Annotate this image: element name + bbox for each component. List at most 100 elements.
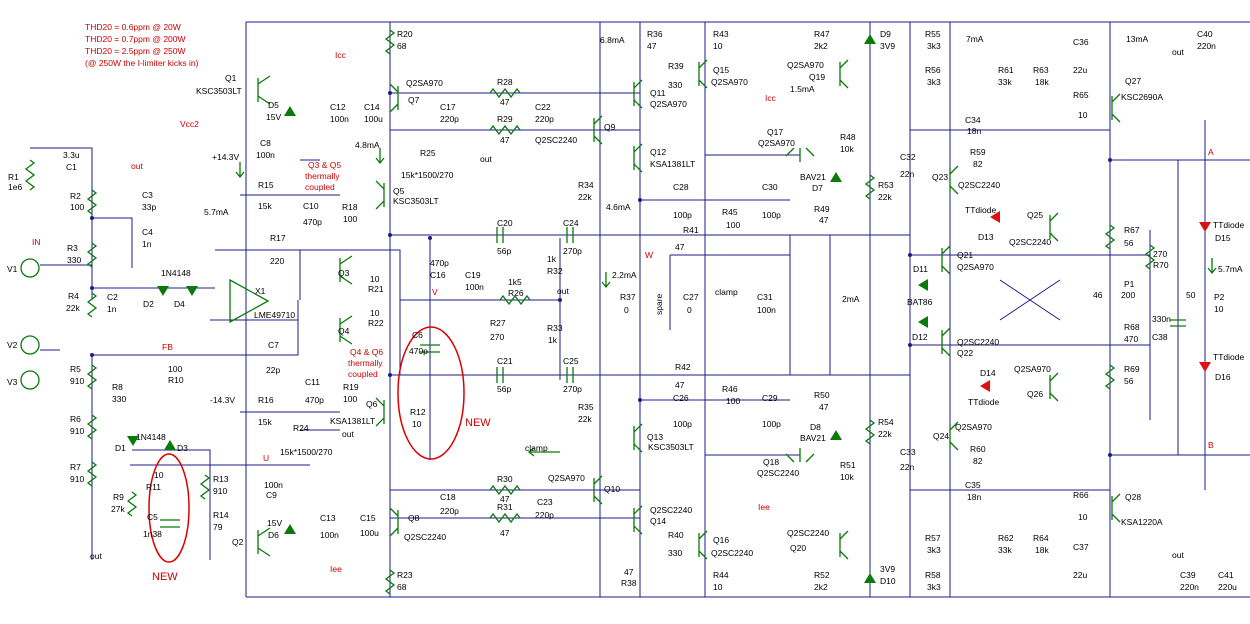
value-r50: 47 [819, 402, 829, 412]
label-r56: R56 [925, 65, 941, 75]
label-r57: R57 [925, 533, 941, 543]
thermal-note-q4q6: coupled [348, 369, 378, 379]
label-d3: D3 [177, 443, 188, 453]
label-r36: R36 [647, 29, 663, 39]
label-r8: R8 [112, 382, 123, 392]
label-c10: C10 [303, 201, 319, 211]
net-out: out [480, 154, 492, 164]
label-r19: R19 [343, 382, 359, 392]
transistor-q5-symbol [375, 180, 385, 210]
label-r40: R40 [668, 530, 684, 540]
value-c20: 56p [497, 246, 511, 256]
current-label: 13mA [1126, 34, 1149, 44]
label-c26: C26 [673, 393, 689, 403]
resistor-r26-symbol [499, 294, 531, 306]
value-r39: 330 [668, 80, 682, 90]
label-r25: R25 [420, 148, 436, 158]
value-c19: 100n [465, 282, 484, 292]
value-c17: 220p [440, 114, 459, 124]
net-out: out [90, 551, 102, 561]
label-c25: C25 [563, 356, 579, 366]
value-c34: 18n [967, 126, 981, 136]
value-c14: 100u [364, 114, 383, 124]
value-q14: Q2SC2240 [650, 505, 692, 515]
value-d15: TTdiode [1213, 220, 1244, 230]
value-r22: 10 [370, 308, 380, 318]
value-r58: 3k3 [927, 582, 941, 592]
label-r11: R11 [146, 482, 161, 492]
driver-wire [869, 22, 1110, 597]
source-v3-symbol [20, 370, 40, 390]
new-mid-highlight [397, 326, 465, 460]
transistor-q7-symbol [389, 83, 399, 113]
label-r27: R27 [490, 318, 506, 328]
net-out: out [342, 429, 354, 439]
label-d7: D7 [812, 183, 823, 193]
value-c21: 56p [497, 384, 511, 394]
current-label: 7mA [966, 34, 984, 44]
value-r46: 100 [726, 396, 740, 406]
transistor-q18-symbol [785, 448, 815, 463]
label-r61: R61 [998, 65, 1014, 75]
node [388, 91, 392, 95]
value-c1: 3.3u [63, 150, 80, 160]
node [638, 398, 642, 402]
label-c21: C21 [497, 356, 513, 366]
net-icc: Icc [335, 50, 347, 60]
clamp-wire [705, 154, 831, 456]
value-q26: Q2SA970 [1014, 364, 1051, 374]
label-d14: D14 [980, 368, 996, 378]
value-r51: 10k [840, 472, 854, 482]
resistor-r5-symbol [86, 364, 98, 390]
value-r65: 10 [1078, 110, 1088, 120]
label-r51: R51 [840, 460, 856, 470]
thermal-note-q3q5: coupled [305, 182, 335, 192]
value-r13: 910 [213, 486, 227, 496]
label-r60: R60 [970, 444, 986, 454]
transistor-q13-symbol [633, 423, 643, 453]
label-c8: C8 [260, 138, 271, 148]
thermal-note-q3q5: thermally [305, 171, 340, 181]
node [90, 286, 94, 290]
node-dots [90, 91, 1112, 457]
net-minus-14v3: -14.3V [210, 395, 235, 405]
value-r63: 18k [1035, 77, 1049, 87]
label-r29: R29 [497, 114, 513, 124]
label-d15: D15 [1215, 233, 1231, 243]
resistor-r53-symbol [864, 174, 876, 200]
label-c14: C14 [364, 102, 380, 112]
label-r48: R48 [840, 132, 856, 142]
resistor-r1-symbol [24, 159, 36, 191]
label-d11: D11 [913, 264, 928, 274]
value-c41: 220u [1218, 582, 1237, 592]
value-d9: 3V9 [880, 41, 895, 51]
label-c17: C17 [440, 102, 456, 112]
thd-note-4: (@ 250W the I-limiter kicks in) [85, 58, 199, 68]
label-r3: R3 [67, 243, 78, 253]
mid-column-wire [599, 22, 706, 597]
diode-d7-symbol [830, 172, 842, 182]
current-label: 6.8mA [600, 35, 625, 45]
label-d5: D5 [268, 100, 279, 110]
label-r15: R15 [258, 180, 274, 190]
label-q27: Q27 [1125, 76, 1141, 86]
label-c38: C38 [1152, 332, 1168, 342]
value-c27: 0 [687, 305, 692, 315]
value-r19: 100 [343, 394, 357, 404]
transistor-q6-symbol [375, 397, 385, 427]
value-c11: 470p [305, 395, 324, 405]
current-label: 5.7mA [1218, 264, 1243, 274]
label-q6: Q6 [366, 399, 378, 409]
value-q5: KSC3503LT [393, 196, 439, 206]
resistor-r54-symbol [864, 419, 876, 445]
capacitor-c5-symbol [160, 519, 180, 528]
transistor-q17-symbol [785, 147, 815, 162]
label-r43: R43 [713, 29, 729, 39]
arrow-down-icon [601, 272, 611, 289]
resistor-r9-symbol [126, 491, 138, 517]
label-d6: D6 [268, 530, 279, 540]
value-r36: 47 [647, 41, 657, 51]
label-v3: V3 [7, 377, 18, 387]
source-v1-symbol [20, 258, 40, 278]
label-r55: R55 [925, 29, 941, 39]
